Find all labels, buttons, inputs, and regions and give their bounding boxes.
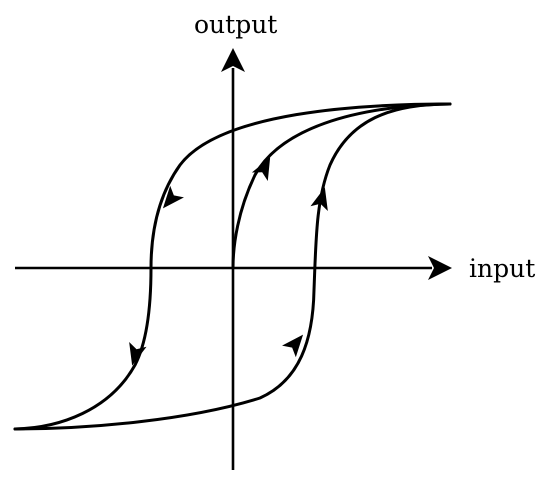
arrow-ascending-lower <box>282 334 304 358</box>
output-axis-label: output <box>194 10 277 39</box>
arrow-ascending-upper <box>310 187 328 211</box>
input-axis-label: input <box>469 254 535 283</box>
initial-curve <box>231 102 452 270</box>
arrow-descending-lower <box>129 342 147 366</box>
input-axis-arrowhead <box>428 256 452 280</box>
arrow-descending-upper <box>162 185 184 209</box>
descending-branch <box>13 102 452 431</box>
ascending-branch <box>13 102 452 431</box>
arrow-initial-curve <box>251 157 271 181</box>
output-axis-arrowhead <box>221 48 245 72</box>
